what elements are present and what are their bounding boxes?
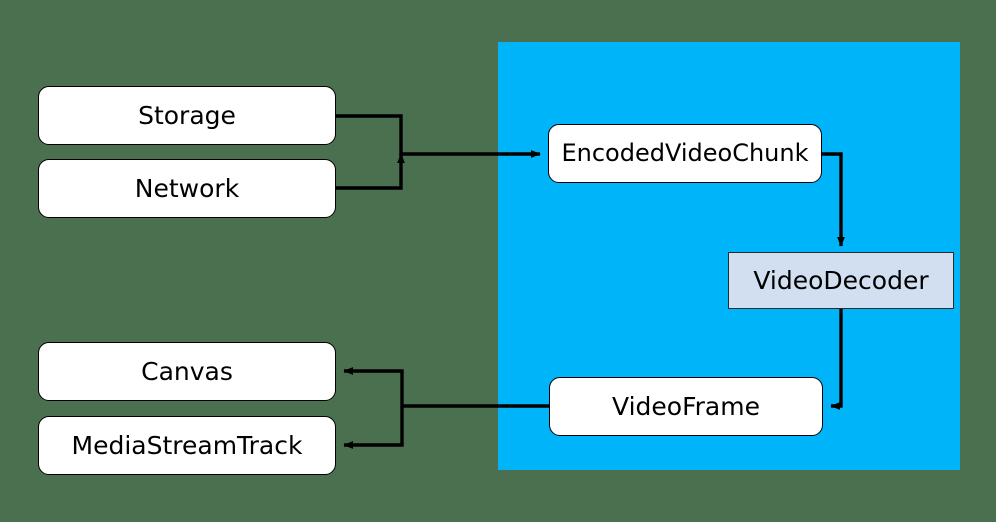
- node-label-storage: Storage: [138, 100, 236, 130]
- node-label-media-stream-track: MediaStreamTrack: [71, 430, 303, 460]
- node-storage[interactable]: Storage: [38, 86, 336, 145]
- node-video-decoder[interactable]: VideoDecoder: [728, 252, 954, 309]
- node-network[interactable]: Network: [38, 159, 336, 218]
- node-label-canvas: Canvas: [141, 356, 233, 386]
- node-video-frame[interactable]: VideoFrame: [549, 377, 823, 436]
- node-label-network: Network: [134, 173, 240, 203]
- node-media-stream-track[interactable]: MediaStreamTrack: [38, 416, 336, 475]
- node-encoded-video-chunk[interactable]: EncodedVideoChunk: [548, 124, 822, 183]
- node-canvas[interactable]: Canvas: [38, 342, 336, 401]
- node-label-encoded-video-chunk: EncodedVideoChunk: [561, 139, 809, 168]
- edge-network-to-chunk: [336, 153, 405, 190]
- edge-frame-to-media-stream-track: [343, 406, 404, 449]
- node-label-video-frame: VideoFrame: [612, 391, 760, 421]
- node-label-video-decoder: VideoDecoder: [753, 265, 929, 295]
